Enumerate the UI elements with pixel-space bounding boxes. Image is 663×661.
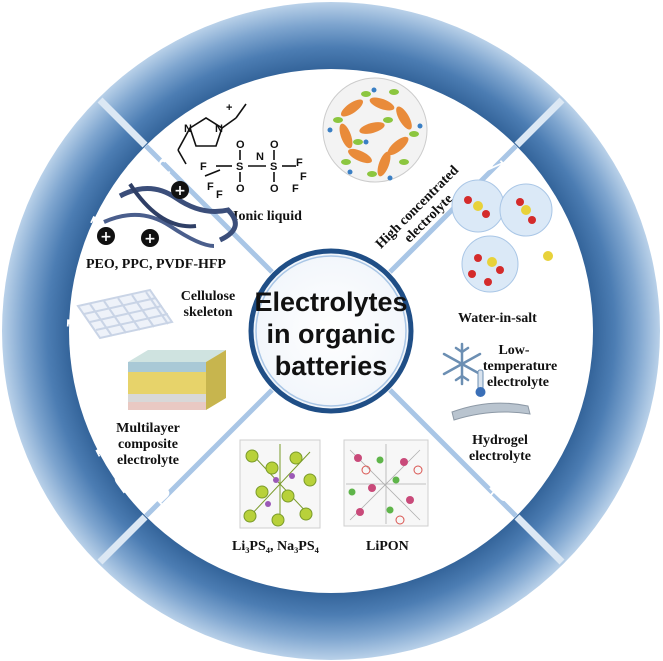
svg-text:+: + — [100, 229, 112, 245]
sulfide-crystal-image — [239, 439, 321, 529]
center-title-line1: Electrolytes — [254, 287, 407, 317]
svg-text:electrolyte: electrolyte — [469, 449, 531, 464]
center-circle-inner-ring — [255, 255, 407, 407]
lipon-crystal-image — [343, 439, 429, 527]
svg-text:+: + — [174, 183, 186, 199]
high-concentrated-electrolyte-image — [322, 77, 428, 183]
label-cellulose: Cellulose skeleton — [181, 289, 235, 320]
svg-text:skeleton: skeleton — [184, 305, 233, 320]
svg-text:+: + — [226, 102, 232, 114]
water-in-salt-image — [451, 179, 553, 293]
svg-text:+: + — [144, 231, 156, 247]
label-ionic-liquid: Ionic liquid — [233, 209, 302, 224]
positive-charge-icons: + + + — [97, 181, 189, 247]
svg-text:S: S — [270, 161, 277, 173]
svg-text:O: O — [270, 183, 279, 195]
multilayer-composite-image — [128, 350, 226, 410]
svg-text:Multilayer: Multilayer — [116, 421, 180, 436]
svg-text:F: F — [207, 181, 214, 193]
svg-text:S: S — [236, 161, 243, 173]
cellulose-skeleton-image — [76, 288, 174, 340]
center-title-line2: in organic — [266, 319, 395, 349]
ionic-liquid-atom-labels: N N + S N S O O O O F F F F F F — [184, 102, 307, 201]
svg-text:electrolyte: electrolyte — [117, 453, 179, 468]
hydrogel-film-image — [451, 402, 531, 421]
svg-text:composite: composite — [118, 437, 178, 452]
svg-text:F: F — [300, 171, 307, 183]
svg-text:N: N — [184, 123, 192, 135]
svg-text:electrolyte: electrolyte — [487, 375, 549, 390]
snowflake-thermometer-icon — [442, 342, 486, 397]
svg-text:F: F — [200, 161, 207, 173]
svg-text:O: O — [236, 139, 245, 151]
svg-text:O: O — [236, 183, 245, 195]
label-lipon: LiPON — [366, 539, 409, 554]
svg-text:temperature: temperature — [483, 359, 557, 374]
label-multilayer: Multilayer composite electrolyte — [116, 421, 180, 468]
label-low-temperature: Low- temperature electrolyte — [483, 343, 557, 390]
center-title-line3: batteries — [275, 351, 388, 381]
ring-separators — [97, 97, 565, 565]
svg-text:F: F — [296, 157, 303, 169]
svg-text:Low-: Low- — [498, 343, 529, 358]
center-circle — [248, 248, 414, 414]
svg-text:O: O — [270, 139, 279, 151]
svg-text:N: N — [256, 151, 264, 163]
svg-text:Hydrogel: Hydrogel — [472, 433, 528, 448]
label-peo: PEO, PPC, PVDF-HFP — [86, 257, 226, 272]
svg-text:F: F — [292, 183, 299, 195]
label-hydrogel: Hydrogel electrolyte — [469, 433, 531, 464]
label-water-in-salt: Water-in-salt — [458, 311, 537, 326]
ionic-liquid-structure-image — [177, 103, 296, 182]
svg-text:N: N — [215, 123, 223, 135]
polymer-chains-image — [103, 182, 238, 248]
svg-text:Cellulose: Cellulose — [181, 289, 235, 304]
svg-text:F: F — [216, 189, 223, 201]
label-sulfides: Li₃PS₄, Na₃PS₄ — [232, 539, 320, 554]
